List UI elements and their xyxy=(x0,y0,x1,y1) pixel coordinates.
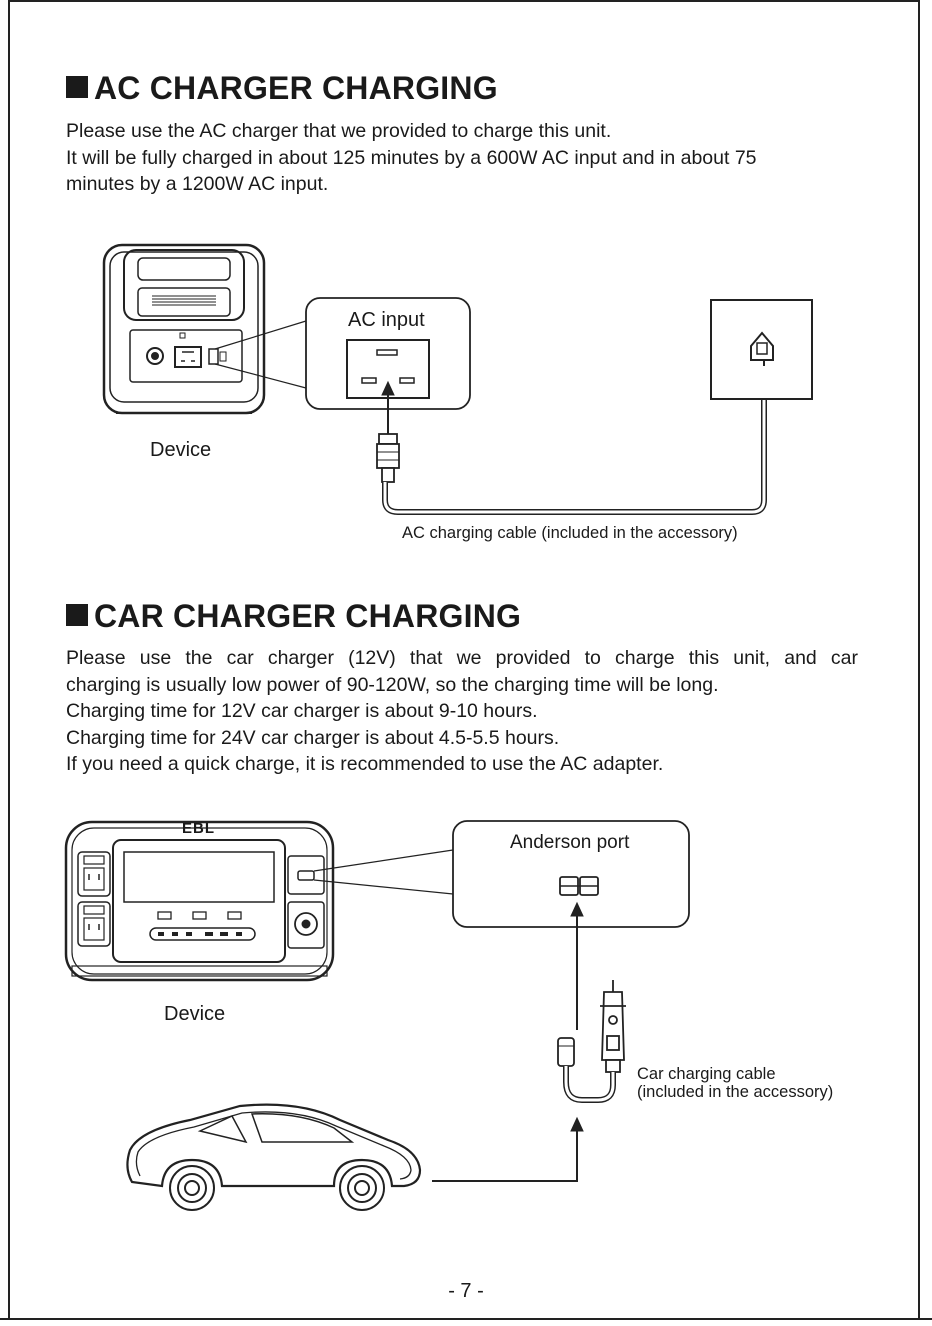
ac-section-heading: AC CHARGER CHARGING xyxy=(66,70,498,107)
ac-device-label: Device xyxy=(150,439,212,461)
car-device-label: Device xyxy=(164,1003,226,1025)
car-text-line: If you need a quick charge, it is recomm… xyxy=(66,753,664,775)
ac-cable-fill xyxy=(383,362,766,514)
car-to-cable-arrow xyxy=(432,1116,584,1182)
car-callout-leader xyxy=(313,849,454,895)
car-section-text: Please use the car charger (12V) that we… xyxy=(66,645,858,778)
ac-device-drawing xyxy=(102,243,266,415)
car-icon xyxy=(126,1103,422,1211)
car-text-line: Charging time for 24V car charger is abo… xyxy=(66,726,560,749)
anderson-arrow xyxy=(570,901,584,1030)
wall-outlet-box xyxy=(710,299,813,400)
car-cable-label-line2: (included in the accessory) xyxy=(637,1083,834,1101)
car-cable-fill xyxy=(564,1066,615,1102)
square-bullet-icon xyxy=(66,76,88,98)
page-frame-bottom xyxy=(0,1318,932,1320)
page-frame-left xyxy=(8,0,10,1318)
car-device-drawing xyxy=(64,820,335,982)
ac-text-line: minutes by a 1200W AC input. xyxy=(66,173,329,195)
ac-text-line: Please use the AC charger that we provid… xyxy=(66,120,612,142)
ac-input-socket-icon xyxy=(346,339,430,399)
square-bullet-icon xyxy=(66,604,88,626)
wall-plug-icon xyxy=(750,331,774,366)
anderson-port-label: Anderson port xyxy=(510,832,630,853)
ac-section-title: AC CHARGER CHARGING xyxy=(94,70,498,106)
page-frame-top xyxy=(8,0,920,2)
car-section-title: CAR CHARGER CHARGING xyxy=(94,598,522,634)
page-number: - 7 - xyxy=(448,1280,484,1302)
car-cable-label-line1: Car charging cable xyxy=(637,1065,776,1083)
car-charging-cable-drawing xyxy=(557,980,626,1073)
page-frame-right xyxy=(918,0,920,1318)
car-cable-outline xyxy=(563,1066,616,1103)
ac-callout-leader xyxy=(214,320,307,389)
ac-plug-arrow xyxy=(381,380,395,434)
car-section-heading: CAR CHARGER CHARGING xyxy=(66,598,521,635)
ac-plug-icon xyxy=(376,433,400,483)
anderson-port-icon xyxy=(559,876,599,896)
car-text-line: charging is usually low power of 90-120W… xyxy=(66,673,719,696)
ac-text-line: It will be fully charged in about 125 mi… xyxy=(66,146,757,169)
ac-input-label: AC input xyxy=(348,309,425,331)
ac-section-text: Please use the AC charger that we provid… xyxy=(66,118,858,198)
car-text-line: Please use the car charger (12V) that we… xyxy=(66,647,858,669)
car-text-line: Charging time for 12V car charger is abo… xyxy=(66,700,538,722)
ac-cable-label: AC charging cable (included in the acces… xyxy=(402,524,738,542)
brand-logo: EBL xyxy=(182,820,215,837)
ac-cable-outline xyxy=(382,362,767,515)
